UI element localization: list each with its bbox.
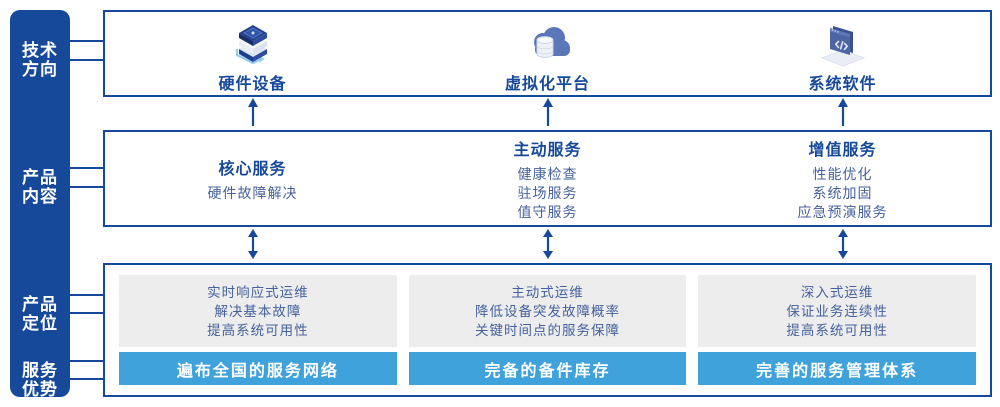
advantage-banner: 完备的备件库存 [408,352,687,385]
service-group-proactive: 主动服务 健康检查 驻场服务 值守服务 [400,132,695,225]
advantage-banner: 遍布全国的服务网络 [119,352,397,385]
positioning-panel: 主动式运维 降低设备突发故障概率 关键时间点的服务保障 [408,275,687,347]
tech-item-hardware: 硬件设备 [105,12,400,95]
double-arrow [543,229,553,259]
tech-item-label: 系统软件 [808,76,877,93]
up-arrow [543,98,553,126]
sidebar-label-service-advantage: 服务 优势 [22,361,58,399]
connector-line [70,360,105,362]
connector-line [70,312,105,314]
connector-line [70,186,105,188]
service-group-title: 增值服务 [808,141,877,159]
connector-line [70,294,105,296]
positioning-column: 实时响应式运维 解决基本故障 提高系统可用性 遍布全国的服务网络 [119,275,397,385]
up-arrow [838,98,848,126]
service-item: 硬件故障解决 [207,184,298,201]
positioning-line: 解决基本故障 [214,303,302,319]
connector-line [70,167,105,169]
double-arrow [838,229,848,259]
positioning-line: 实时响应式运维 [207,284,309,300]
cloud-database-icon [533,27,570,58]
positioning-line: 深入式运维 [800,284,874,300]
positioning-line: 提高系统可用性 [786,322,888,338]
tech-item-label: 硬件设备 [218,76,287,93]
service-group-core: 核心服务 硬件故障解决 [105,132,400,225]
connector-line [70,59,105,61]
service-item: 健康检查 [517,165,578,182]
service-item: 应急预演服务 [797,203,888,220]
advantage-banner: 完善的服务管理体系 [698,352,977,385]
tech-item-virtualization: 虚拟化平台 [400,12,695,95]
positioning-line: 关键时间点的服务保障 [475,322,620,338]
service-item: 值守服务 [517,203,578,220]
sidebar-label-tech-direction: 技术 方向 [22,41,58,79]
tech-direction-row: 硬件设备 虚拟化平台 [103,10,992,97]
sidebar-label-product-content: 产品 内容 [22,168,58,206]
positioning-line: 保证业务连续性 [786,303,888,319]
server-stack-icon [235,25,267,65]
tech-item-software: 系统软件 [695,12,990,95]
positioning-panel: 实时响应式运维 解决基本故障 提高系统可用性 [119,275,397,347]
positioning-column: 主动式运维 降低设备突发故障概率 关键时间点的服务保障 完备的备件库存 [408,275,687,385]
service-item: 性能优化 [812,165,873,182]
service-item: 系统加固 [812,184,873,201]
product-content-row: 核心服务 硬件故障解决 主动服务 健康检查 驻场服务 值守服务 增值服务 性能优… [103,130,992,227]
positioning-line: 主动式运维 [511,284,584,300]
category-sidebar: 技术 方向 产品 内容 产品 定位 服务 优势 [10,10,70,399]
up-arrow [248,98,258,126]
connector-line [70,40,105,42]
service-group-title: 主动服务 [513,141,582,159]
sidebar-label-product-position: 产品 定位 [22,295,58,333]
code-window-icon [820,26,865,67]
positioning-panel: 深入式运维 保证业务连续性 提高系统可用性 [698,275,977,347]
connector-line [70,378,105,380]
positioning-line: 降低设备突发故障概率 [475,303,620,319]
positioning-column: 深入式运维 保证业务连续性 提高系统可用性 完善的服务管理体系 [698,275,977,385]
service-group-title: 核心服务 [218,160,287,178]
positioning-advantage-row: 实时响应式运维 解决基本故障 提高系统可用性 遍布全国的服务网络 主动式运维 降… [103,263,992,397]
service-item: 驻场服务 [517,184,578,201]
positioning-line: 提高系统可用性 [207,322,309,338]
double-arrow [248,229,258,259]
service-group-value-added: 增值服务 性能优化 系统加固 应急预演服务 [695,132,990,225]
tech-item-label: 虚拟化平台 [504,76,590,93]
